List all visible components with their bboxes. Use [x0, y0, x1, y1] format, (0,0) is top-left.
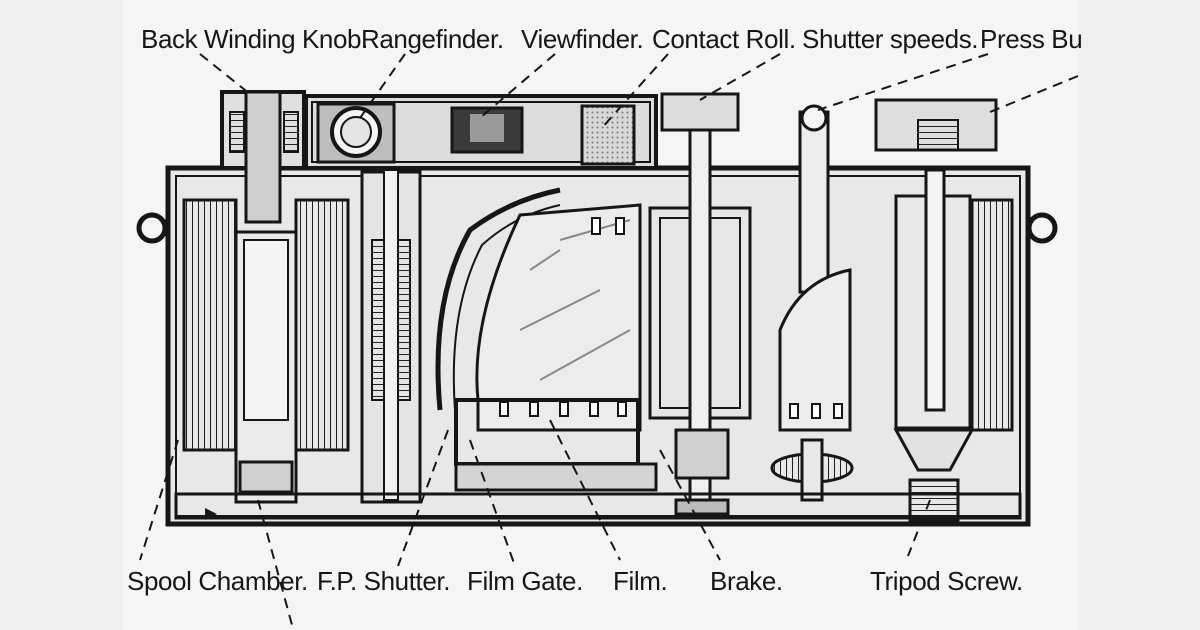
shutter-curtain: [435, 187, 561, 411]
spool-chamber: [182, 198, 350, 504]
label-film-gate: Film Gate.: [467, 566, 583, 596]
takeup-chamber: [648, 92, 752, 516]
label-rangefinder: Rangefinder.: [361, 24, 504, 54]
viewfinder-window: [450, 104, 636, 166]
label-brake: Brake.: [710, 566, 783, 596]
label-fp-shutter: F.P. Shutter.: [317, 566, 451, 596]
label-contact-roll: Contact Roll.: [652, 24, 796, 54]
film-strip: [475, 203, 642, 432]
press-button-assembly: [874, 98, 1014, 432]
right-strap-lug: [1026, 212, 1058, 244]
tripod-screw: [893, 428, 975, 522]
back-winding-knob: [220, 90, 306, 224]
label-shutter-speeds: Shutter speeds.: [802, 24, 979, 54]
label-back-winding-knob: Back Winding Knob.: [141, 24, 368, 54]
label-film: Film.: [613, 566, 668, 596]
fp-shutter-drum: [360, 169, 422, 504]
label-tripod-screw: Tripod Screw.: [870, 566, 1023, 596]
label-viewfinder: Viewfinder.: [521, 24, 644, 54]
shutter-speed-dial: [770, 104, 854, 502]
left-strap-lug: [136, 212, 168, 244]
label-spool-chamber: Spool Chamber.: [127, 566, 308, 596]
leader-lines: [139, 53, 1079, 626]
label-press-button: Press Bu: [980, 24, 1083, 54]
rangefinder-window: [316, 102, 396, 164]
